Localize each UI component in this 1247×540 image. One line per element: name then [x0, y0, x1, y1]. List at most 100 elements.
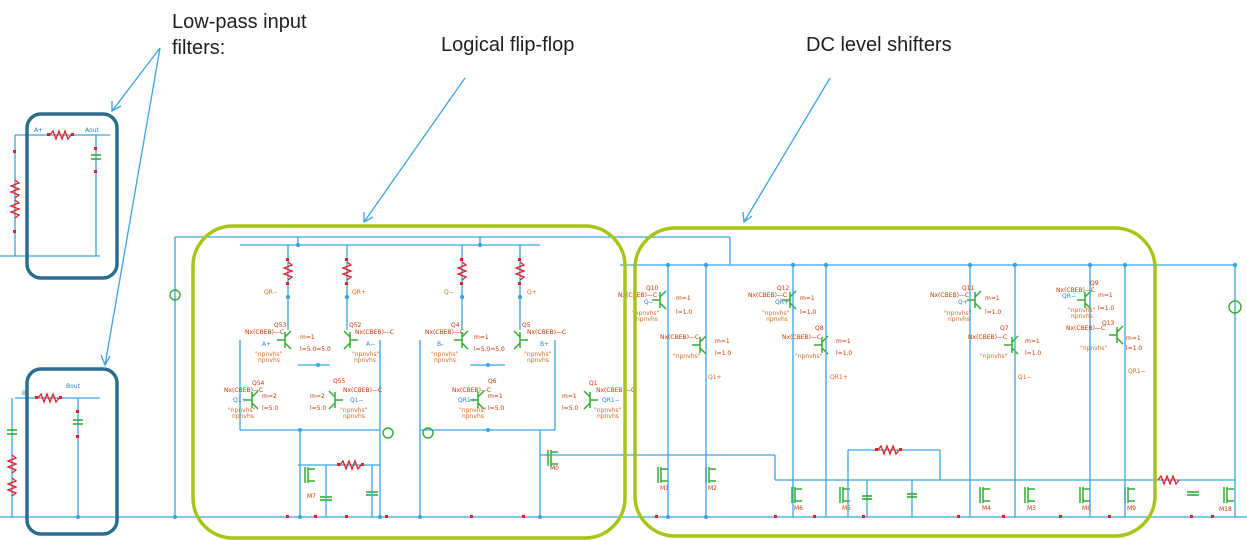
- bjt-param-l-e: l=5.0: [488, 405, 504, 412]
- shifter-model-3b: npnvhs: [766, 316, 788, 323]
- shifter-m-5: m=1: [985, 295, 1000, 302]
- flipflop-highlight: [191, 224, 627, 540]
- bjt-label-q7: Q7: [1000, 325, 1009, 332]
- net-label-b-plus-ff: B+: [540, 341, 549, 348]
- bjt-model-1b: npnvhs: [258, 357, 280, 364]
- shifter-nx-3: Nx(CBEB)—C: [748, 292, 787, 299]
- net-label-qr1-plus-ff: QR1+: [458, 397, 476, 404]
- net-label-q1-plus-ff: Q1+: [233, 397, 247, 404]
- mosfet-label-m0: M0: [550, 465, 559, 472]
- bjt-label-q6: Q6: [488, 378, 497, 385]
- shifter-wiring: [665, 262, 1242, 517]
- shifter-net-qr1-plus: QR1+: [830, 374, 848, 381]
- power-rails: [0, 236, 1247, 518]
- mosfet-label-m2: M2: [708, 485, 717, 492]
- shifter-m-6: m=1: [1025, 338, 1040, 345]
- bjt-param-l-c: l=5.0: [262, 405, 278, 412]
- shifter-net-q-minus: Q−: [644, 299, 654, 306]
- net-label-q1-minus-ff: Q1−: [350, 397, 364, 404]
- flipflop-labels: Q53 Q52 Q4 Q5 Q54 Q55 Q6 Q1 Nx(CBEB)—C N…: [224, 322, 635, 420]
- shifter-nx-7: Nx(CBEB)—C: [1056, 287, 1095, 294]
- bjt-param-m2-b: m=2: [310, 393, 325, 400]
- shifter-m-8: m=1: [1126, 335, 1141, 342]
- bjt-label-q11: Q11: [962, 285, 975, 292]
- net-label-qr1-minus-ff: QR1−: [602, 397, 620, 404]
- shifter-l-8: l=1.0: [1126, 345, 1142, 352]
- net-label-a-plus-ff: A+: [262, 341, 271, 348]
- net-label-q-plus: Q+: [527, 289, 537, 296]
- bjt-model-4b: npnvhs: [527, 357, 549, 364]
- net-label-b-minus-ff: B-: [437, 341, 443, 348]
- net-label-b-minus: B-: [22, 390, 28, 397]
- bjt-model-4: "npnvhs": [524, 351, 552, 358]
- mosfet-symbols: [304, 450, 1234, 503]
- lowpass-filter-a: A+ Aout: [0, 127, 110, 257]
- bjt-label-q8: Q8: [815, 325, 824, 332]
- bjt-model-3b: npnvhs: [434, 357, 456, 364]
- mosfet-labels: M7 M0 M1 M2 M6 M5 M4 M3 M8 M9 M18: [307, 465, 1232, 513]
- callout-dc-shifters: DC level shifters: [806, 34, 952, 56]
- bjt-param-nx-5: Nx(CBEB)—C: [224, 387, 263, 394]
- shifter-nx-2: Nx(CBEB)—C: [660, 334, 699, 341]
- shifter-model-7: "npnvhs": [1068, 307, 1096, 314]
- shifter-model-7b: npnvhs: [1071, 313, 1093, 320]
- bjt-model-3: "npnvhs": [431, 351, 459, 358]
- shifter-m-3: m=1: [800, 295, 815, 302]
- net-label-aout: Aout: [85, 127, 99, 134]
- bjt-param-nx-7: Nx(CBEB)—C: [452, 387, 491, 394]
- bjt-label-q52: Q52: [349, 322, 362, 329]
- shifter-l-6: l=1.0: [1025, 350, 1041, 357]
- bjt-param-nx-8: Nx(CBEB)—C: [596, 387, 635, 394]
- mosfet-label-m6: M6: [794, 505, 803, 512]
- shifter-l-7: l=1.0: [1098, 305, 1114, 312]
- bjt-param-l-a: l=5.0=5.0: [300, 346, 331, 353]
- lowpass-highlight-b: [25, 367, 119, 536]
- net-label-qr-minus: QR−: [264, 289, 278, 296]
- shifter-l-2: l=1.0: [715, 350, 731, 357]
- net-label-qr-plus: QR+: [352, 289, 366, 296]
- bjt-param-m1-c: m=1: [488, 393, 503, 400]
- shifter-model-3: "npnvhs": [762, 310, 790, 317]
- bjt-param-m2-a: m=2: [262, 393, 277, 400]
- shifter-net-q1-minus: Q1−: [1018, 374, 1032, 381]
- bjt-model-7: "npnvhs": [459, 407, 487, 414]
- callout-lowpass-line1: Low-pass input: [172, 11, 307, 33]
- mosfet-label-m8: M8: [1082, 505, 1091, 512]
- shifter-net-q1-plus: Q1+: [708, 374, 722, 381]
- bjt-label-q10: Q10: [646, 285, 659, 292]
- bjt-param-l-f: l=5.0: [562, 405, 578, 412]
- bjt-label-q4: Q4: [451, 322, 460, 329]
- shifter-m-2: m=1: [715, 338, 730, 345]
- flipflop-sources: [169, 289, 775, 517]
- bjt-model-1: "npnvhs": [255, 351, 283, 358]
- bjt-model-8b: npnvhs: [597, 413, 619, 420]
- shifter-l-1: l=1.0: [676, 309, 692, 316]
- shifter-nx-1: Nx(CBEB)—C: [618, 292, 657, 299]
- shifter-labels: Q10 Q12 Q8 Q11 Q7 Q9 Q13 Nx(CBEB)—C Nx(C…: [618, 280, 1146, 381]
- bjt-label-q54: Q54: [252, 380, 265, 387]
- flipflop-load-resistors: QR− QR+ Q− Q+: [264, 242, 537, 330]
- bjt-param-m1-d: m=1: [562, 393, 577, 400]
- mosfet-label-m9: M9: [1127, 505, 1136, 512]
- lowpass-filter-b: B- Bout: [6, 383, 100, 517]
- bjt-param-nx-6: Nx(CBEB)—C: [343, 387, 382, 394]
- shifter-model-1b: npnvhs: [636, 316, 658, 323]
- bjt-model-7b: npnvhs: [462, 413, 484, 420]
- bjt-model-6: "npnvhs": [340, 407, 368, 414]
- shifter-model-6: "npnvhs": [980, 353, 1008, 360]
- shifter-model-5b: npnvhs: [948, 316, 970, 323]
- callout-lowpass-line2: filters:: [172, 37, 226, 59]
- bjt-param-l-b: l=5.0=5.0: [474, 346, 505, 353]
- shifter-model-8: "npnvhs": [1080, 345, 1108, 352]
- dc-shifters-highlight: [633, 226, 1157, 538]
- shifter-net-qr-minus-in: QR−: [1062, 293, 1076, 300]
- bjt-model-6b: npnvhs: [343, 413, 365, 420]
- bjt-param-nx-2: Nx(CBEB)—C: [355, 329, 394, 336]
- shifter-model-4: "npnvhs": [795, 353, 823, 360]
- bjt-model-5b: npnvhs: [232, 413, 254, 420]
- bjt-param-nx-3: Nx(CBEB)—C: [425, 329, 464, 336]
- shifter-net-q-plus-in: Q+: [958, 299, 968, 306]
- shifter-net-qr1-minus: QR1−: [1128, 368, 1146, 375]
- bjt-param-m1-b: m=1: [474, 334, 489, 341]
